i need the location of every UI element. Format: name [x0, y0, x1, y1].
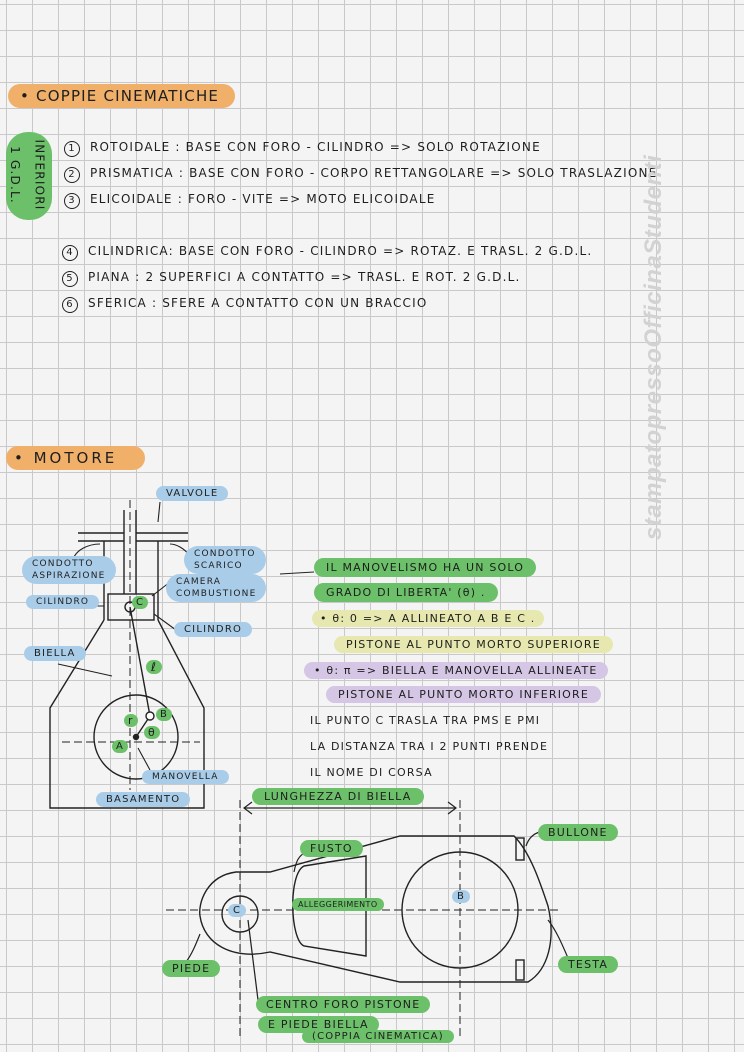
coppia-item-4: 4 CILINDRICA: BASE CON FORO - CILINDRO =>… — [62, 244, 592, 261]
label-centro-foro-1: CENTRO FORO PISTONE — [256, 996, 431, 1013]
label-length-l: ℓ — [146, 660, 163, 674]
note-line-8: LA DISTANZA TRA I 2 PUNTI PRENDE — [310, 740, 549, 753]
label-centro-foro-2: E PIEDE BIELLA — [258, 1016, 379, 1033]
note-line-9: IL NOME DI CORSA — [310, 766, 433, 779]
label-piede: PIEDE — [162, 960, 221, 977]
label-length-r: r — [124, 714, 138, 727]
note-line-1: IL MANOVELISMO HA UN SOLO — [314, 558, 537, 577]
coppia-item-1: 1 ROTOIDALE : BASE CON FORO - CILINDRO =>… — [64, 140, 541, 157]
label-rod-point-b: B — [452, 890, 471, 903]
label-valvole: VALVOLE — [156, 486, 229, 501]
section-title-coppie: • COPPIE CINEMATICHE — [8, 84, 236, 108]
note-line-7: IL PUNTO C TRASLA TRA PMS E PMI — [310, 714, 541, 727]
label-condotto-aspirazione: CONDOTTO ASPIRAZIONE — [22, 556, 116, 584]
watermark: stampatopressoOfficinaStudenti — [640, 154, 667, 540]
label-cilindro-left: CILINDRO — [26, 595, 100, 609]
number-badge: 4 — [62, 245, 78, 261]
coppia-text: ELICOIDALE : FORO - VITE => MOTO ELICOID… — [90, 192, 436, 206]
note-line-6: PISTONE AL PUNTO MORTO INFERIORE — [326, 686, 602, 703]
coppia-text: ROTOIDALE : BASE CON FORO - CILINDRO => … — [90, 140, 541, 154]
number-badge: 5 — [62, 271, 78, 287]
label-bullone: BULLONE — [538, 824, 618, 841]
coppia-item-6: 6 SFERICA : SFERE A CONTATTO CON UN BRACC… — [62, 296, 428, 313]
note-line-4: PISTONE AL PUNTO MORTO SUPERIORE — [334, 636, 613, 653]
note-line-5: • θ: π => BIELLA E MANOVELLA ALLINEATE — [304, 662, 608, 679]
coppia-item-3: 3 ELICOIDALE : FORO - VITE => MOTO ELICOI… — [64, 192, 436, 209]
label-basamento: BASAMENTO — [96, 792, 191, 807]
label-biella: BIELLA — [24, 646, 86, 661]
label-cilindro-right: CILINDRO — [174, 622, 253, 637]
label-theta: θ — [144, 726, 160, 739]
label-condotto-scarico: CONDOTTO SCARICO — [184, 546, 266, 574]
number-badge: 3 — [64, 193, 80, 209]
label-centro-foro-3: (COPPIA CINEMATICA) — [302, 1030, 454, 1043]
label-manovella: MANOVELLA — [142, 770, 229, 784]
label-fusto: FUSTO — [300, 840, 363, 857]
coppia-text: PRISMATICA : BASE CON FORO - CORPO RETTA… — [90, 166, 658, 180]
number-badge: 6 — [62, 297, 78, 313]
label-rod-point-c: C — [228, 904, 247, 917]
label-alleggerimento: ALLEGGERIMENTO — [292, 898, 384, 911]
label-testa: TESTA — [558, 956, 619, 973]
note-line-3: • θ: 0 => A ALLINEATO A B E C . — [312, 610, 544, 627]
label-camera-combustione: CAMERA COMBUSTIONE — [166, 574, 267, 602]
number-badge: 2 — [64, 167, 80, 183]
number-badge: 1 — [64, 141, 80, 157]
label-lunghezza-biella: LUNGHEZZA DI BIELLA — [252, 788, 424, 805]
coppia-item-2: 2 PRISMATICA : BASE CON FORO - CORPO RETT… — [64, 166, 657, 183]
coppia-text: PIANA : 2 SUPERFICI A CONTATTO => TRASL.… — [88, 270, 521, 284]
side-label-inferiori — [6, 132, 52, 220]
label-point-a: A — [112, 740, 129, 753]
coppia-text: CILINDRICA: BASE CON FORO - CILINDRO => … — [88, 244, 593, 258]
label-point-b: B — [156, 708, 173, 721]
coppia-text: SFERICA : SFERE A CONTATTO CON UN BRACCI… — [88, 296, 428, 310]
note-line-2: GRADO DI LIBERTA' (θ) . — [314, 583, 498, 602]
section-title-motore: • MOTORE — [6, 446, 146, 470]
coppia-item-5: 5 PIANA : 2 SUPERFICI A CONTATTO => TRASL… — [62, 270, 521, 287]
label-point-c: C — [132, 596, 149, 609]
